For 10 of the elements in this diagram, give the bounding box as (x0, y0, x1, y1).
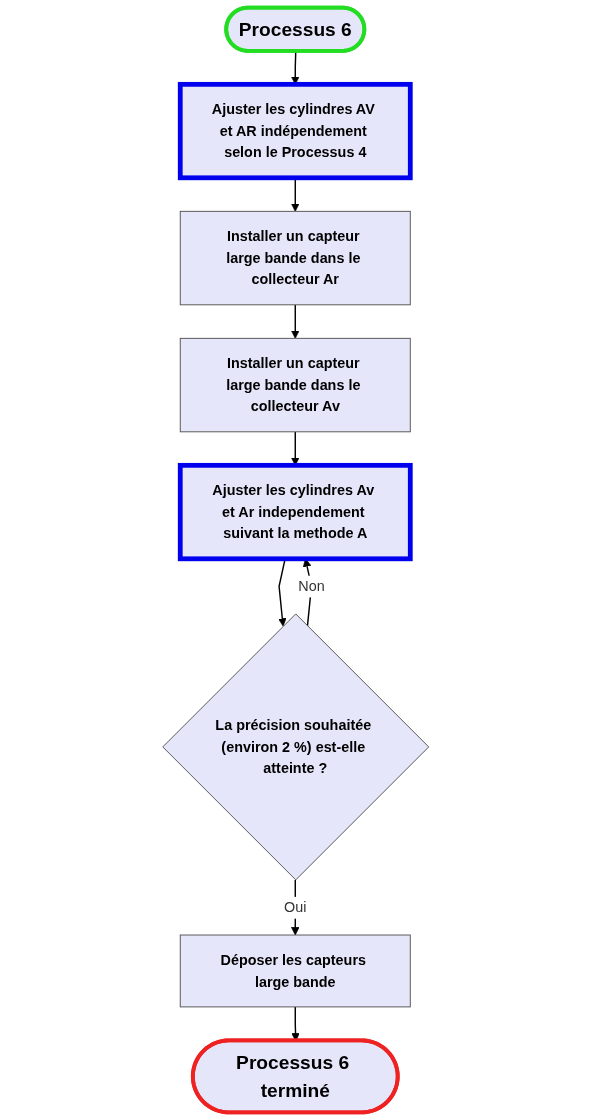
node-box: Installer un capteur large bande dans le collecteur Ar (180, 210, 412, 306)
node-box: Installer un capteur large bande dans le collecteur Av (180, 337, 412, 433)
node-diamond: La précision souhaitée (environ 2 %) est-elle atteinte ? (162, 613, 430, 881)
edge-label: Non (298, 577, 325, 594)
node-box: Ajuster les cylindres AV et AR indépendement selon le Processus 4 (178, 81, 413, 181)
edge-label: Oui (284, 898, 307, 915)
node-box: Ajuster les cylindres Av et Ar independement suivant la methode A (178, 462, 413, 562)
arrow (291, 304, 300, 339)
arrow (291, 879, 300, 936)
node-box: Déposer les capteurs large bande (180, 934, 412, 1008)
